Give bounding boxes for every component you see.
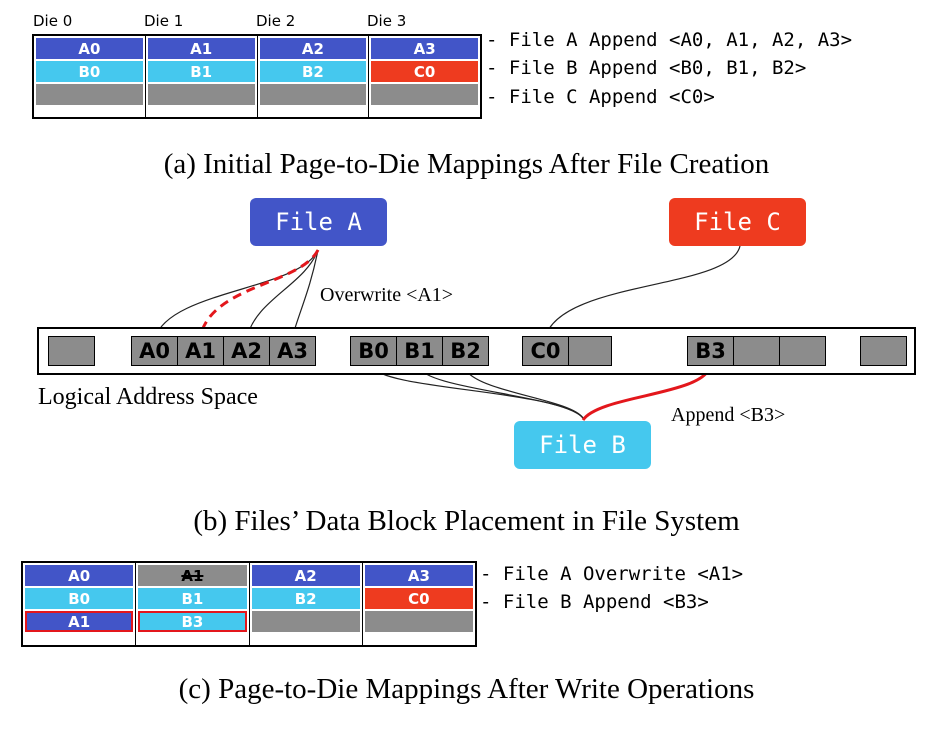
- block-c0: C0: [522, 336, 569, 366]
- caption-b: (b) Files’ Data Block Placement in File …: [193, 505, 740, 537]
- block-a3: A3: [269, 336, 316, 366]
- new-page-cell: A1: [25, 611, 134, 632]
- die-column-2: A2 B2: [258, 36, 370, 117]
- empty-block: [779, 336, 826, 366]
- die-table-initial: A0 B0 A1 B1 A2 B2 A3 C0: [32, 34, 482, 119]
- file-c-node: File C: [669, 198, 806, 246]
- file-a-node: File A: [250, 198, 387, 246]
- block-b3: B3: [687, 336, 734, 366]
- block-a1: A1: [177, 336, 224, 366]
- block-a0: A0: [131, 336, 178, 366]
- page-cell: B0: [25, 588, 134, 609]
- page-cell: C0: [364, 588, 473, 609]
- empty-page-cell: [259, 84, 367, 105]
- die-label-0: Die 0: [33, 12, 73, 30]
- empty-block: [733, 336, 780, 366]
- file-b-node: File B: [514, 421, 651, 469]
- invalid-page-cell: A1: [138, 565, 247, 586]
- new-page-cell: B3: [138, 611, 247, 632]
- operation-text: - File C Append <C0>: [486, 86, 715, 108]
- page-cell: A2: [251, 565, 360, 586]
- empty-page-cell: [251, 611, 360, 632]
- page-cell: B2: [259, 61, 367, 82]
- page-cell: B0: [36, 61, 143, 82]
- die-column-3: A3 C0: [369, 36, 480, 117]
- empty-block: [48, 336, 95, 366]
- operation-text: - File A Overwrite <A1>: [480, 563, 744, 585]
- operation-text: - File B Append <B0, B1, B2>: [486, 57, 807, 79]
- page-cell: A0: [25, 565, 134, 586]
- page-cell: A3: [371, 38, 478, 59]
- empty-page-cell: [147, 84, 255, 105]
- block-b0: B0: [350, 336, 397, 366]
- empty-page-cell: [364, 611, 473, 632]
- las-label: Logical Address Space: [38, 384, 258, 410]
- block-a2: A2: [223, 336, 270, 366]
- block-b1: B1: [396, 336, 443, 366]
- overwrite-label: Overwrite <A1>: [320, 284, 454, 306]
- block-b2: B2: [442, 336, 489, 366]
- page-cell: C0: [371, 61, 478, 82]
- operation-text: - File B Append <B3>: [480, 591, 709, 613]
- page-cell: A1: [147, 38, 255, 59]
- append-label: Append <B3>: [671, 404, 786, 426]
- die-column-1: A1 B1: [146, 36, 258, 117]
- die-label-2: Die 2: [256, 12, 296, 30]
- page-cell: B2: [251, 588, 360, 609]
- empty-block: [568, 336, 612, 366]
- die-column-3: A3 C0: [363, 563, 475, 645]
- operation-text: - File A Append <A0, A1, A2, A3>: [486, 29, 853, 51]
- invalid-page-label: A1: [181, 566, 204, 585]
- die-label-3: Die 3: [367, 12, 407, 30]
- die-column-1: A1 B1 B3: [136, 563, 250, 645]
- page-cell: A2: [259, 38, 367, 59]
- empty-block: [860, 336, 907, 366]
- page-cell: B1: [147, 61, 255, 82]
- page-cell: B1: [138, 588, 247, 609]
- page-cell: A3: [364, 565, 473, 586]
- die-table-after-writes: A0 B0 A1 A1 B1 B3 A2 B2 A3 C0: [21, 561, 477, 647]
- caption-c: (c) Page-to-Die Mappings After Write Ope…: [178, 673, 755, 705]
- die-column-0: A0 B0 A1: [23, 563, 137, 645]
- empty-page-cell: [371, 84, 478, 105]
- page-cell: A0: [36, 38, 143, 59]
- die-label-1: Die 1: [144, 12, 184, 30]
- die-column-2: A2 B2: [250, 563, 363, 645]
- empty-page-cell: [36, 84, 143, 105]
- caption-a: (a) Initial Page-to-Die Mappings After F…: [163, 148, 770, 180]
- die-column-0: A0 B0: [34, 36, 146, 117]
